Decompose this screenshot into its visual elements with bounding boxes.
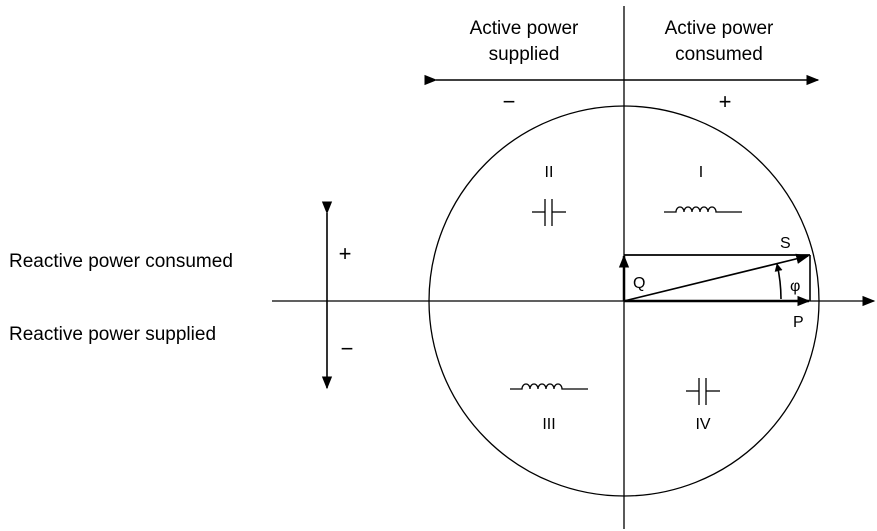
label-q: Q — [633, 275, 645, 292]
active-power-consumed-line2: consumed — [675, 44, 763, 65]
active-minus-sign: − — [503, 89, 516, 114]
capacitor-icon — [686, 378, 720, 405]
inductor-icon — [664, 206, 742, 213]
active-plus-sign: + — [719, 89, 732, 114]
quadrant-3-label: III — [542, 416, 555, 433]
label-p: P — [793, 314, 804, 331]
quadrant-1-label: I — [699, 164, 703, 181]
quadrant-2-label: II — [545, 164, 554, 181]
reactive-power-supplied-label: Reactive power supplied — [9, 324, 216, 345]
inductor-icon — [510, 383, 588, 390]
capacitor-icon — [532, 199, 566, 226]
reactive-plus-sign: + — [339, 241, 352, 266]
active-power-consumed-line1: Active power — [665, 18, 774, 39]
reactive-power-consumed-label: Reactive power consumed — [9, 251, 233, 272]
label-phi: φ — [790, 278, 800, 295]
quadrant-4-label: IV — [695, 416, 710, 433]
phi-angle-arc — [774, 263, 783, 300]
reactive-minus-sign: − — [341, 336, 354, 361]
active-power-supplied-line1: Active power — [470, 18, 579, 39]
active-power-supplied-line2: supplied — [489, 44, 560, 65]
label-s: S — [780, 235, 791, 252]
